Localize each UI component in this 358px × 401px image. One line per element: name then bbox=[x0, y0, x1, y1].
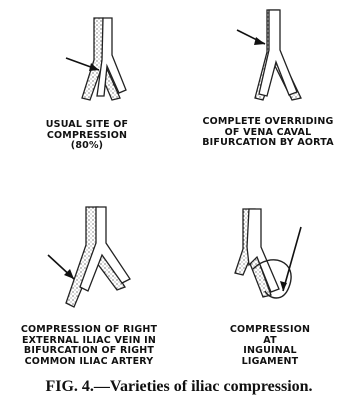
compression-arrow bbox=[283, 227, 301, 291]
caption-line: COMPRESSION bbox=[215, 325, 325, 336]
aorta bbox=[259, 10, 297, 96]
inguinal-caption: COMPRESSION AT INGUINAL LIGAMENT bbox=[215, 325, 325, 367]
panel-external-iliac: COMPRESSION OF RIGHT EXTERNAL ILIAC VEIN… bbox=[0, 195, 179, 375]
usual-site-diagram bbox=[0, 0, 179, 120]
complete-overriding-caption: COMPLETE OVERRIDING OF VENA CAVAL BIFURC… bbox=[193, 117, 343, 149]
caption-line: USUAL SITE OF bbox=[32, 120, 142, 131]
inguinal-diagram bbox=[179, 195, 358, 325]
caption-line: BIFURCATION BY AORTA bbox=[193, 138, 343, 149]
usual-site-caption: USUAL SITE OF COMPRESSION (80%) bbox=[32, 120, 142, 152]
panel-inguinal: COMPRESSION AT INGUINAL LIGAMENT bbox=[179, 195, 358, 375]
panel-complete-overriding: COMPLETE OVERRIDING OF VENA CAVAL BIFURC… bbox=[179, 0, 358, 175]
caption-line: (80%) bbox=[32, 141, 142, 152]
arrow-head-icon bbox=[254, 37, 265, 45]
caption-line: INGUINAL bbox=[215, 346, 325, 357]
caption-line: LIGAMENT bbox=[215, 357, 325, 368]
figure-caption: FIG. 4.—Varieties of iliac compression. bbox=[0, 378, 358, 396]
complete-overriding-diagram bbox=[179, 0, 358, 120]
caption-line: BIFURCATION OF RIGHT bbox=[4, 346, 174, 357]
external-iliac-caption: COMPRESSION OF RIGHT EXTERNAL ILIAC VEIN… bbox=[4, 325, 174, 367]
caption-line: COMPRESSION OF RIGHT bbox=[4, 325, 174, 336]
caption-line: COMPLETE OVERRIDING bbox=[193, 117, 343, 128]
panel-usual-site: USUAL SITE OF COMPRESSION (80%) bbox=[0, 0, 179, 175]
external-iliac-diagram bbox=[0, 195, 179, 325]
caption-line: COMMON ILIAC ARTERY bbox=[4, 357, 174, 368]
